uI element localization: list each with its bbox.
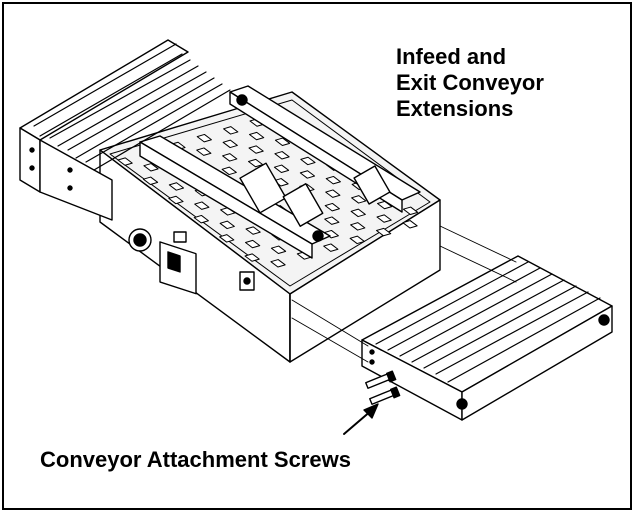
deck-opening: [219, 234, 235, 243]
deck-opening: [376, 227, 392, 237]
deck-opening: [196, 147, 212, 156]
deck-opening: [376, 214, 392, 223]
deck-opening: [222, 153, 238, 162]
deck-opening: [274, 137, 291, 146]
deck-opening: [350, 222, 366, 231]
deck-opening: [324, 216, 340, 225]
deck-opening: [377, 200, 393, 210]
deck-opening: [323, 243, 339, 252]
deck-opening: [324, 202, 340, 212]
deck-opening: [270, 245, 287, 254]
deck-opening: [193, 214, 209, 224]
deck-opening: [245, 239, 261, 249]
deck-opening: [270, 259, 286, 268]
extensions-callout-line-1: Infeed and: [396, 44, 507, 69]
alignment-guides: [291, 225, 517, 363]
deck-opening: [168, 195, 184, 205]
deck-opening: [274, 151, 290, 160]
deck-opening: [245, 226, 261, 235]
infeed-conveyor: [19, 39, 231, 221]
deck-opening: [223, 126, 239, 135]
exit-conveyor: [361, 255, 613, 421]
deck-opening: [222, 139, 238, 149]
deck-opening: [273, 164, 290, 173]
deck-opening: [221, 166, 237, 176]
deck-opening: [196, 133, 212, 143]
deck-opening: [402, 220, 418, 229]
transfer-beams: [139, 85, 421, 259]
control-panel: [128, 228, 255, 295]
deck-opening: [350, 208, 366, 218]
deck-opening: [299, 170, 316, 179]
deck-opening: [325, 175, 341, 185]
deck-opening: [142, 176, 159, 185]
deck-opening: [219, 220, 235, 230]
screw-leader-arrow: [343, 403, 379, 435]
deck-opening: [194, 201, 210, 210]
attachment-screws: [365, 370, 401, 405]
screws-callout: Conveyor Attachment Screws: [40, 447, 351, 472]
deck-opening: [248, 145, 264, 154]
deck-opening: [244, 253, 260, 262]
deck-opening: [351, 195, 367, 204]
deck-opening: [325, 189, 341, 198]
extensions-callout-line-2: Exit Conveyor: [396, 70, 544, 95]
deck-opening: [349, 235, 365, 245]
deck-opening: [300, 156, 316, 166]
deck-opening: [402, 206, 419, 215]
deck-opening: [143, 163, 159, 172]
extensions-callout-line-3: Extensions: [396, 96, 514, 121]
deck-opening: [168, 182, 185, 191]
extensions-callout: Infeed and Exit Conveyor Extensions: [396, 44, 596, 122]
deck-opening: [117, 157, 133, 166]
deck-opening: [249, 131, 265, 141]
